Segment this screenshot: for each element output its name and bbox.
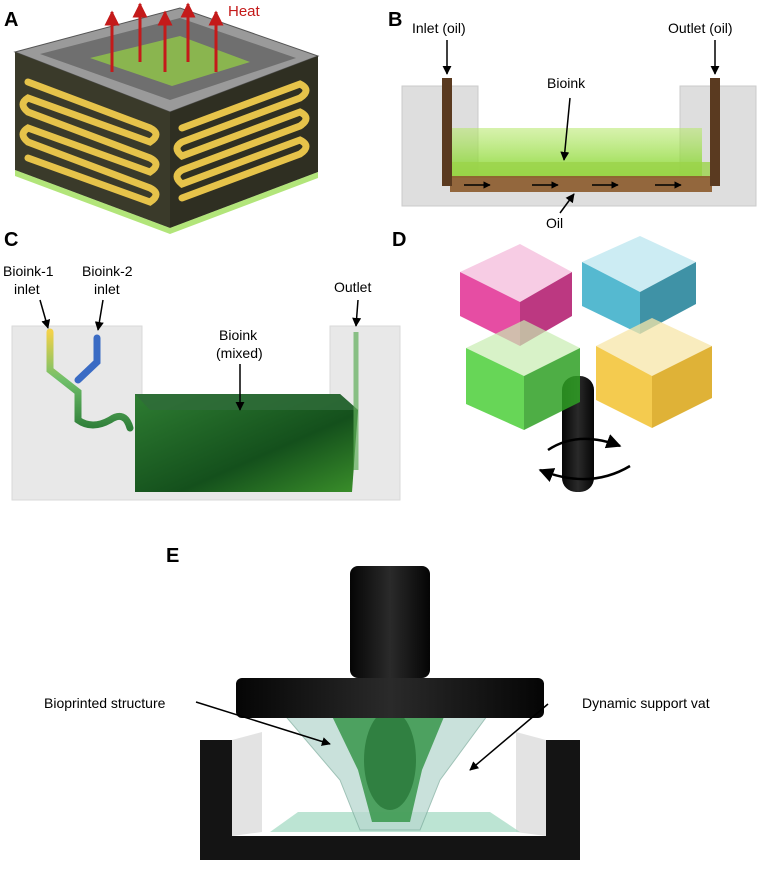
heat-label: Heat bbox=[228, 3, 261, 20]
bioink-label-b: Bioink bbox=[547, 75, 586, 91]
mixed-bioink-block bbox=[135, 394, 358, 492]
bioink-2-inlet-label-line1: Bioink-2 bbox=[82, 263, 133, 279]
panel-c-letter: C bbox=[4, 229, 18, 251]
bioink-2-arrow-icon bbox=[94, 299, 104, 331]
inlet-oil-label: Inlet (oil) bbox=[412, 20, 466, 36]
dynamic-support-vat-label: Dynamic support vat bbox=[582, 695, 710, 711]
mixed-bioink-label-line2: (mixed) bbox=[216, 345, 263, 361]
printer-head bbox=[350, 566, 430, 678]
heating-coil-left bbox=[19, 78, 160, 206]
cyan-vat bbox=[582, 236, 696, 334]
panel-e-letter: E bbox=[166, 545, 179, 567]
panel-a: A Heat bbox=[4, 2, 320, 234]
outlet-arrow-c-icon bbox=[352, 299, 362, 327]
dynamic-support-vat-arrow-icon bbox=[469, 703, 549, 771]
heat-arrows bbox=[104, 2, 224, 72]
outlet-oil-label: Outlet (oil) bbox=[668, 20, 733, 36]
vat-right-glass bbox=[516, 732, 546, 836]
rotation-arrow-bottom-icon bbox=[538, 464, 631, 482]
panel-d: D bbox=[392, 229, 712, 492]
bioprinted-structure-core bbox=[364, 710, 416, 810]
bioink-1-arrow-icon bbox=[39, 299, 51, 329]
panel-e: E Bioprinted structure Dynamic support v… bbox=[44, 545, 710, 860]
support-vat-frame bbox=[200, 740, 580, 860]
bioprinted-structure-label: Bioprinted structure bbox=[44, 695, 166, 711]
oil-outlet-tube bbox=[710, 78, 720, 186]
bioink-1-inlet-label-line2: inlet bbox=[14, 281, 40, 297]
oil-inlet-tube bbox=[442, 78, 452, 186]
bioprinted-structure-arrow-icon bbox=[195, 701, 331, 746]
panel-c: C Bioink-1 inlet Bioink-2 inlet Outlet B… bbox=[3, 229, 401, 501]
panel-b-letter: B bbox=[388, 9, 402, 31]
mixing-vat-body bbox=[11, 325, 401, 501]
panel-b: B Inlet (oil) Outlet (oil) Bioink Oil bbox=[388, 9, 757, 231]
yellow-vat bbox=[596, 318, 712, 428]
vat-left-glass bbox=[232, 732, 262, 836]
mixed-bioink-label-line1: Bioink bbox=[219, 327, 258, 343]
oil-label: Oil bbox=[546, 215, 563, 231]
heated-bioink-top bbox=[90, 36, 250, 86]
bioink-arrow-b-icon bbox=[560, 97, 571, 161]
bioink-2-inlet-label-line2: inlet bbox=[94, 281, 120, 297]
rotation-arrow-top-icon bbox=[547, 434, 622, 452]
oil-layer bbox=[450, 176, 712, 192]
outlet-label-c: Outlet bbox=[334, 279, 371, 295]
panel-d-letter: D bbox=[392, 229, 406, 251]
build-platform bbox=[236, 678, 544, 718]
mixed-bioink-top bbox=[135, 394, 358, 410]
panel-a-letter: A bbox=[4, 9, 18, 31]
mixing-channel bbox=[46, 328, 134, 432]
heating-coil-right bbox=[173, 80, 310, 202]
bioink-lower bbox=[452, 162, 710, 178]
green-vat bbox=[466, 320, 580, 430]
oil-arrow-icon bbox=[559, 193, 575, 214]
bioink-2-channel bbox=[74, 334, 101, 384]
bioink-1-inlet-label-line1: Bioink-1 bbox=[3, 263, 54, 279]
